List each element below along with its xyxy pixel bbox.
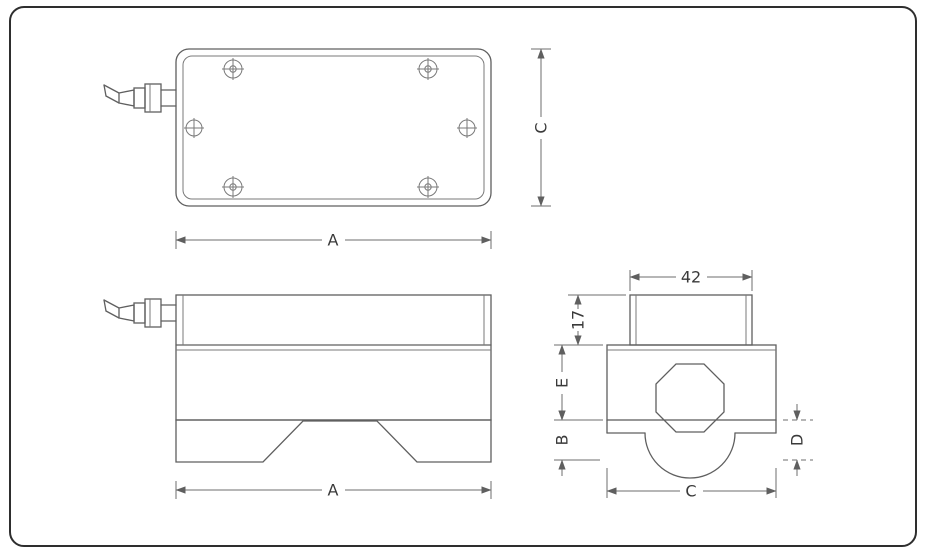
top-view-outer-body bbox=[175, 48, 492, 207]
screw-icon bbox=[417, 58, 439, 80]
drawing-frame bbox=[9, 6, 917, 547]
dim-label-top-width: A bbox=[328, 231, 339, 250]
dim-label-side-depth: D bbox=[788, 434, 807, 446]
saddle-arc bbox=[644, 432, 736, 479]
dim-label-side-lower-height: B bbox=[553, 435, 572, 446]
cable-gland-icon bbox=[103, 83, 177, 113]
dimension-top-width: A bbox=[175, 231, 492, 250]
screw-icon bbox=[457, 118, 477, 138]
dimension-top-height: C bbox=[531, 48, 551, 207]
dim-label-front-width: A bbox=[328, 481, 339, 500]
front-view: A bbox=[103, 294, 492, 500]
dim-label-side-top-height: 17 bbox=[569, 310, 588, 330]
dimension-side-top-width: 42 bbox=[629, 268, 753, 291]
screw-icon bbox=[222, 176, 244, 198]
mounting-base-outline bbox=[175, 419, 492, 463]
dimension-side-top-height: 17 bbox=[554, 294, 626, 346]
cable-gland-icon bbox=[103, 298, 177, 328]
screw-icon bbox=[184, 118, 204, 138]
top-view: C A bbox=[103, 48, 551, 250]
dim-label-side-top-width: 42 bbox=[681, 268, 701, 287]
octagon-bore bbox=[655, 363, 725, 433]
screw-icon bbox=[222, 58, 244, 80]
dim-label-side-upper-height: E bbox=[553, 378, 572, 388]
dimension-side-lower-height: B bbox=[553, 404, 600, 476]
screw-icon bbox=[417, 176, 439, 198]
dim-label-side-width: C bbox=[685, 482, 696, 501]
dim-label-top-height: C bbox=[532, 122, 551, 133]
dimension-front-width: A bbox=[175, 481, 492, 500]
top-view-lid-edge bbox=[182, 55, 485, 200]
side-view: 42 17 E B bbox=[553, 268, 813, 501]
side-view-body bbox=[606, 344, 777, 421]
dimension-side-depth: D bbox=[783, 404, 813, 476]
dimension-side-width: C bbox=[606, 468, 777, 501]
